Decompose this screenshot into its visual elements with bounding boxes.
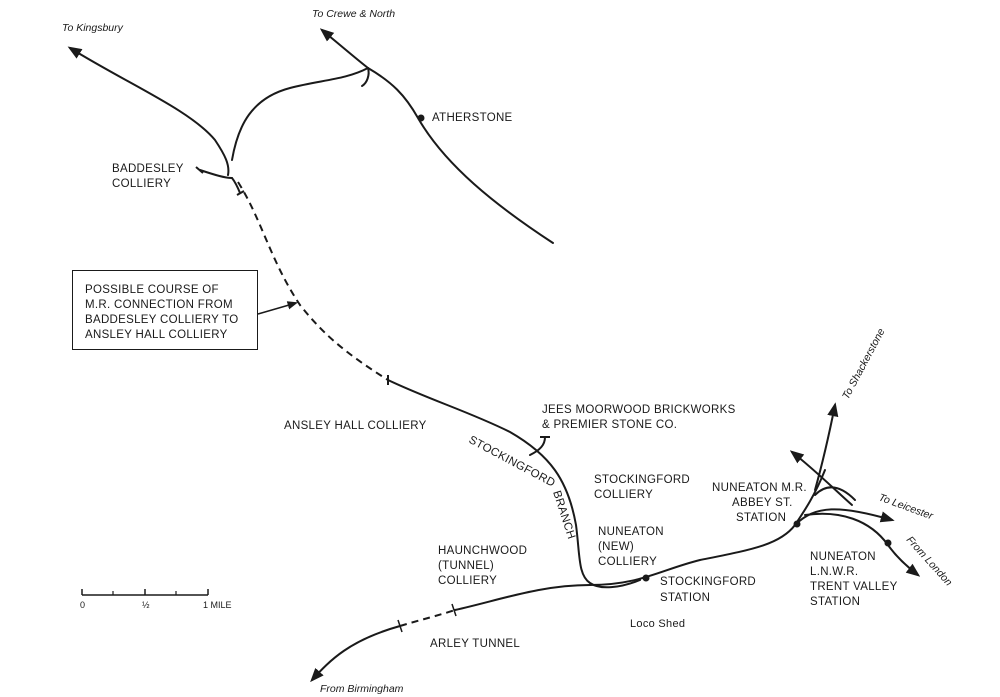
jees-label-2: & PREMIER STONE CO. — [542, 419, 677, 431]
arley-tunnel-line — [399, 609, 456, 627]
nuneaton-lnwr-label-4: STATION — [810, 596, 860, 608]
nuneaton-new-label-3: COLLIERY — [598, 556, 657, 568]
scale-zero: 0 — [80, 600, 85, 610]
callout-line-2: M.R. CONNECTION FROM — [85, 299, 233, 311]
line-baddesley-north — [231, 67, 369, 161]
to-shackerstone-label: To Shackerstone — [840, 326, 887, 401]
nuneaton-new-label-1: NUNEATON — [598, 526, 664, 538]
haunchwood-label-2: (TUNNEL) — [438, 560, 494, 572]
to-kingsbury-label: To Kingsbury — [62, 22, 124, 34]
loco-shed-label: Loco Shed — [630, 618, 685, 630]
nuneaton-chord — [814, 486, 856, 501]
callout-line-4: ANSLEY HALL COLLIERY — [85, 329, 228, 341]
baddesley-siding — [199, 169, 233, 179]
possible-connection-line — [237, 181, 389, 381]
nuneaton-mr-label-2: ABBEY ST. — [732, 497, 793, 509]
haunchwood-label-3: COLLIERY — [438, 575, 497, 587]
line-to-kingsbury — [67, 46, 230, 176]
junction-spur — [361, 67, 370, 87]
from-birmingham-label: From Birmingham — [320, 683, 404, 695]
atherstone-station-dot — [417, 114, 425, 122]
nuneaton-mr-label-3: STATION — [736, 512, 786, 524]
callout-line-3: BADDESLEY COLLIERY TO — [85, 314, 239, 326]
nuneaton-lnwr-label-2: L.N.W.R. — [810, 566, 858, 578]
stockingford-station-label-1: STOCKINGFORD — [660, 576, 756, 588]
haunchwood-label-1: HAUNCHWOOD — [438, 545, 527, 557]
stockingford-colliery-label-1: STOCKINGFORD — [594, 474, 690, 486]
atherstone-label: ATHERSTONE — [432, 112, 513, 124]
nuneaton-mr-station-dot — [793, 520, 801, 528]
jees-siding — [529, 436, 546, 456]
line-to-crewe — [319, 28, 554, 244]
callout-line-1: POSSIBLE COURSE OF — [85, 284, 219, 296]
stockingford-colliery-label-2: COLLIERY — [594, 489, 653, 501]
ansley-hall-label: ANSLEY HALL COLLIERY — [284, 420, 427, 432]
lnwr-crossing — [789, 450, 853, 506]
stockingford-station-dot — [642, 574, 650, 582]
line-to-shackerstone — [814, 402, 839, 491]
jees-label-1: JEES MOORWOOD BRICKWORKS — [542, 404, 736, 416]
baddesley-label-1: BADDESLEY — [112, 163, 184, 175]
nuneaton-mr-label-1: NUNEATON M.R. — [712, 482, 807, 494]
scale-one: 1 MILE — [203, 600, 232, 610]
arley-tunnel-label: ARLEY TUNNEL — [430, 638, 520, 650]
baddesley-label-2: COLLIERY — [112, 178, 171, 190]
scale-half: ½ — [142, 600, 150, 610]
connection-callout: POSSIBLE COURSE OF M.R. CONNECTION FROM … — [72, 270, 258, 350]
to-crewe-label: To Crewe & North — [312, 8, 395, 20]
baddesley-siding-2 — [231, 177, 241, 194]
scale-bar: 0 ½ 1 MILE — [80, 589, 232, 610]
nuneaton-lnwr-station-dot — [884, 539, 892, 547]
line-to-leicester — [794, 508, 895, 526]
line-from-birmingham — [310, 625, 401, 683]
stockingford-station-label-2: STATION — [660, 592, 710, 604]
nuneaton-lnwr-label-3: TRENT VALLEY — [810, 581, 898, 593]
nuneaton-new-label-2: (NEW) — [598, 541, 634, 553]
nuneaton-lnwr-label-1: NUNEATON — [810, 551, 876, 563]
from-london-label: From London — [904, 534, 955, 589]
